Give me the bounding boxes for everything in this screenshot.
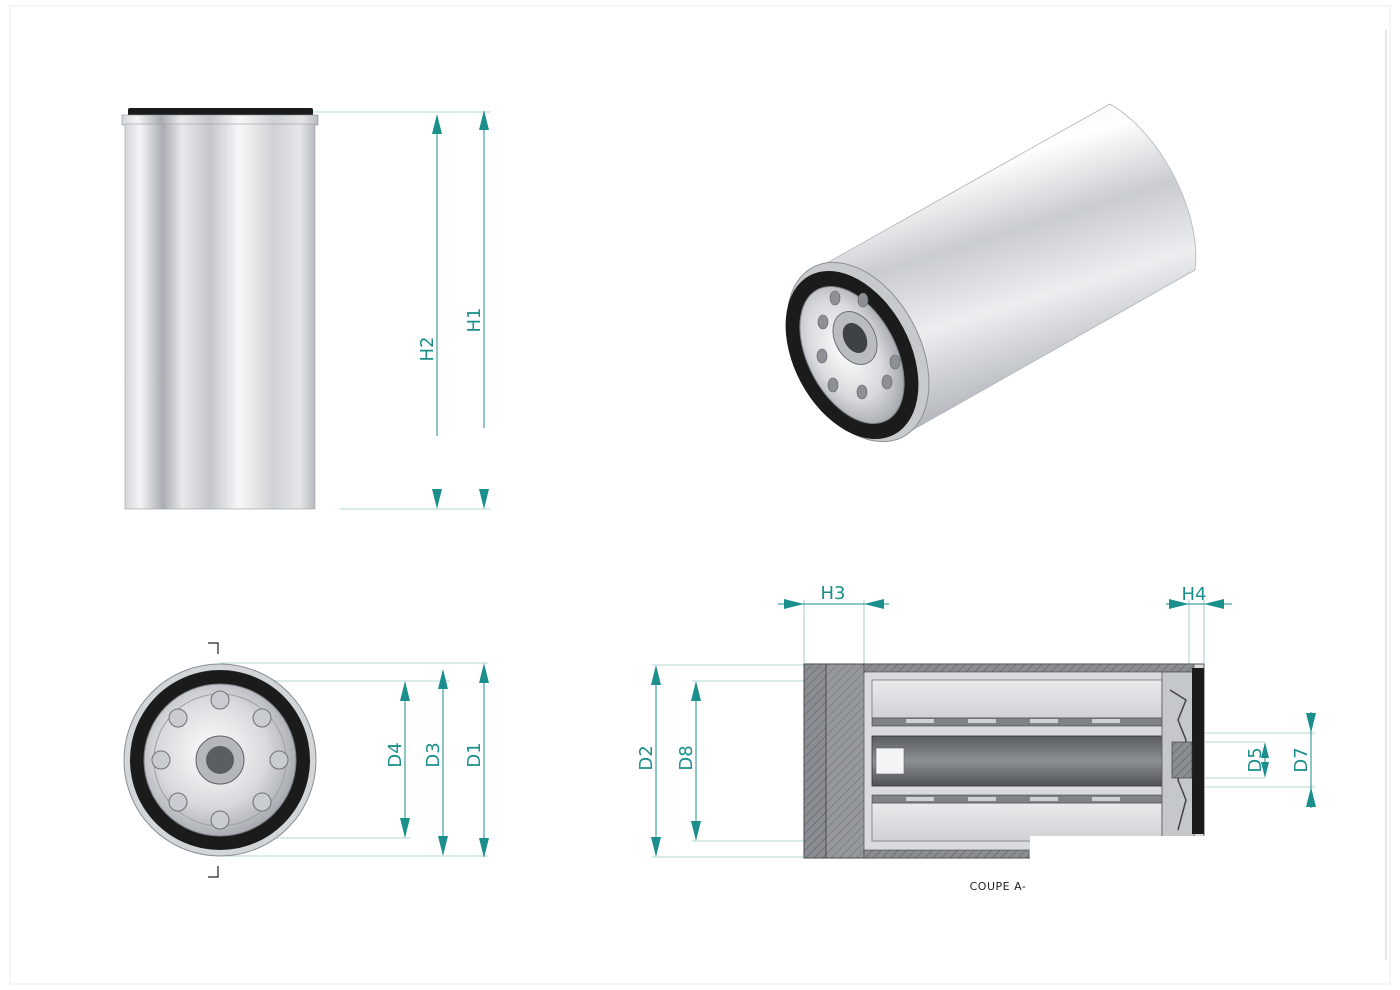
section-media-bottom	[871, 802, 1163, 842]
section-spring	[875, 747, 905, 775]
section-gasket	[1192, 668, 1204, 834]
section-closed-end	[803, 663, 827, 859]
section-caption: COUPE A-	[970, 880, 1027, 893]
end-view: D4 D3 D1	[123, 642, 489, 878]
dim-label-h2: H2	[417, 337, 438, 362]
filter-body	[124, 123, 316, 510]
iso-center-hole	[842, 322, 868, 354]
end-center-hole	[206, 746, 234, 774]
dim-label-h1: H1	[464, 308, 485, 333]
sheet-border	[9, 5, 1391, 985]
dim-label-d2: D2	[636, 745, 657, 770]
dim-label-d3: D3	[423, 742, 444, 767]
front-view: H2 H1	[121, 108, 490, 510]
dim-label-d8: D8	[676, 745, 697, 770]
dim-label-d5: D5	[1245, 747, 1266, 772]
section-media-top	[871, 679, 1163, 719]
section-core	[871, 735, 1173, 787]
dim-label-d4: D4	[385, 742, 406, 767]
dim-label-h4: H4	[1182, 584, 1207, 605]
section-thread	[1171, 741, 1193, 779]
dim-label-h3: H3	[821, 583, 846, 604]
gasket-top	[128, 108, 313, 116]
iso-holes	[816, 290, 901, 400]
isometric-view	[785, 103, 1197, 443]
section-view: H3 H4 D2 D8 D5 D7 COUPE A-	[636, 583, 1316, 893]
dim-label-d7: D7	[1291, 747, 1312, 772]
dim-label-d1: D1	[464, 742, 485, 767]
top-rim	[121, 114, 319, 126]
end-holes	[151, 690, 289, 830]
